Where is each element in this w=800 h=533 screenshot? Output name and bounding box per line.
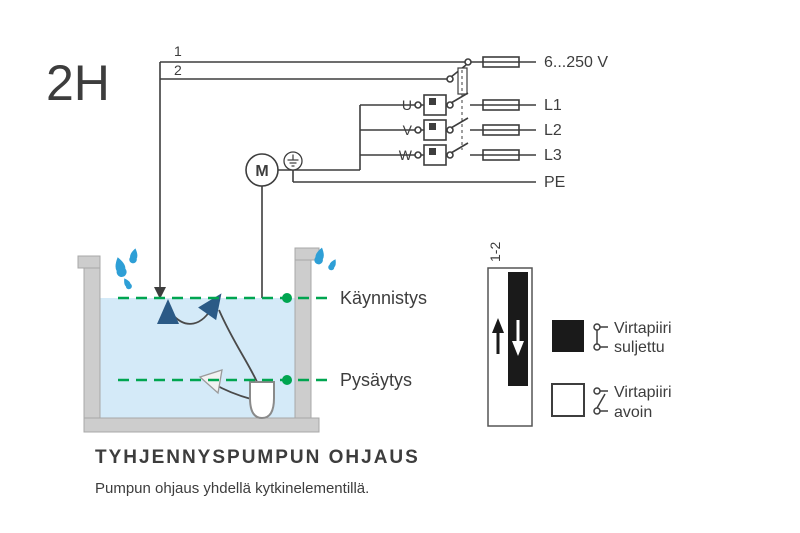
float-upper-icon [157,299,179,324]
contact-closed-icon [593,323,608,351]
float-lower-icon [198,369,223,395]
tank [77,247,320,433]
start-level-label: Käynnistys [340,288,427,308]
l2-label: L2 [544,122,562,139]
switch-element: 1-2 [487,242,533,427]
fuse-supply-icon [482,56,536,68]
float-cable [218,309,259,385]
contact-open-icon [593,387,608,415]
switch-position-label: 1-2 [487,242,503,262]
page-subtitle: Pumpun ohjaus yhdellä kytkinelementillä. [95,480,369,497]
stop-level-dot [282,375,292,385]
wire-2-number: 2 [174,62,182,78]
switch-legend: Virtapiiri suljettu Virtapiiri avoin [551,320,672,421]
phase-line-v [360,117,536,141]
terminal-u-label: U [402,97,412,113]
tank-bottom-slab [83,417,320,433]
control-switch-icon [446,58,472,95]
wire-1-number: 1 [174,43,182,59]
pump-body [249,381,275,420]
droplet-icon [115,257,127,277]
figure-id: 2H [46,55,110,111]
earth-symbol-icon [283,151,303,171]
start-level-dot [282,293,292,303]
voltage-label: 6...250 V [544,54,608,71]
legend-closed-swatch [552,320,584,352]
water-droplets [115,247,336,290]
l3-label: L3 [544,147,562,164]
droplet-icon [129,248,138,264]
arrow-up-icon [492,318,504,354]
level-lines [118,293,330,385]
arrow-down-icon [512,320,524,356]
phase-line-u [360,92,536,116]
float-switch [157,293,275,420]
stop-level-label: Pysäytys [340,370,412,390]
droplet-icon [314,247,324,265]
terminal-v-label: V [403,122,413,138]
motor-letter: M [255,163,268,180]
tank-left-lip [77,255,101,269]
terminal-w-label: W [399,147,413,163]
droplet-icon [124,278,132,290]
l1-label: L1 [544,97,562,114]
circuit-diagram [154,56,536,382]
caption: TYHJENNYSPUMPUN OHJAUS Pumpun ohjaus yhd… [95,447,420,497]
tank-right-wall [294,259,312,419]
pe-label: PE [544,174,565,191]
legend-closed-line1: Virtapiiri [614,320,672,337]
page-title: TYHJENNYSPUMPUN OHJAUS [95,447,420,468]
tank-left-wall [83,267,101,419]
legend-open-swatch [551,383,585,417]
legend-open-line2: avoin [614,404,652,421]
float-tilted-icon [198,293,222,321]
legend-open-line1: Virtapiiri [614,384,672,401]
droplet-icon [328,259,336,271]
phase-line-w [360,142,536,166]
cable-arrowhead-icon [154,287,166,299]
legend-closed-line2: suljettu [614,339,665,356]
